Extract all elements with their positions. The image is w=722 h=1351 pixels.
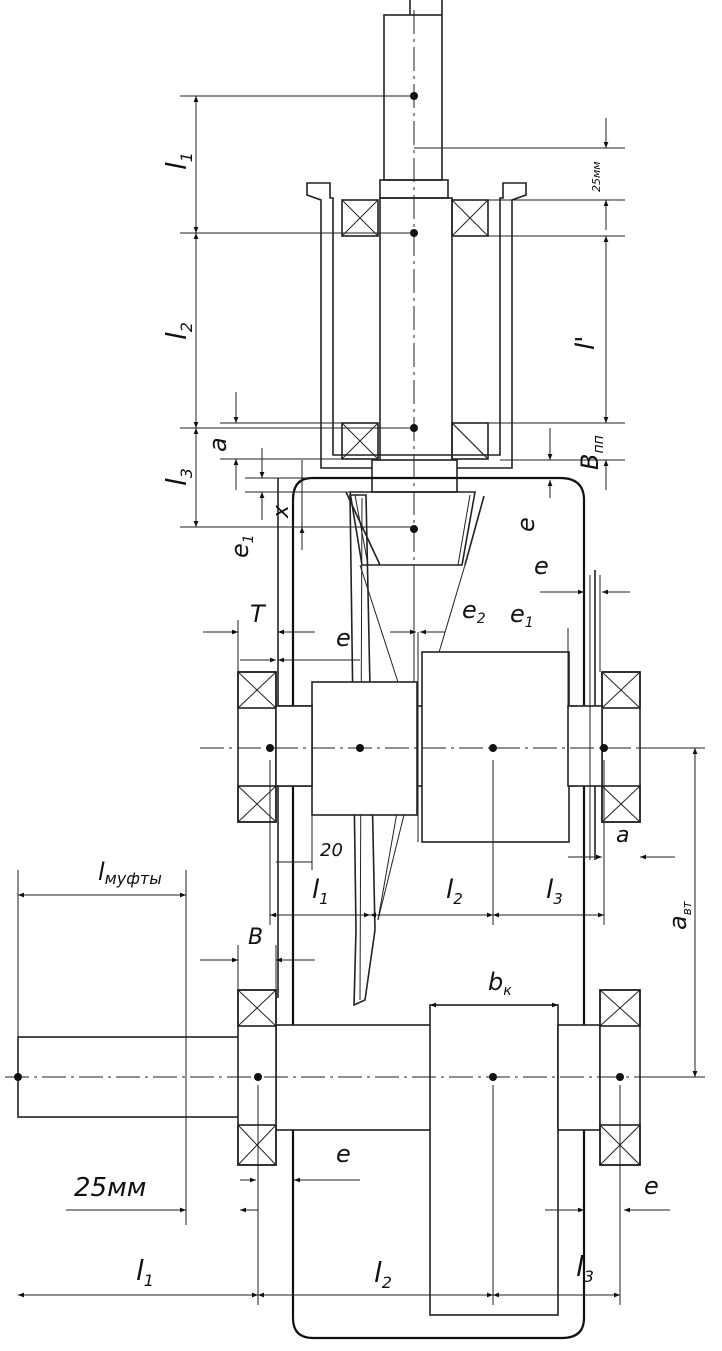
label-e1-top: e1 bbox=[226, 534, 257, 558]
output-gear-wheel bbox=[429, 1004, 559, 1316]
label-x: x bbox=[269, 504, 294, 519]
vertical-shaft-assembly bbox=[306, 0, 527, 566]
bevel-pinion bbox=[349, 491, 476, 566]
label-e-right: e bbox=[512, 517, 540, 532]
label-l-mufty: lмуфты bbox=[98, 858, 162, 888]
lower-bearing-right bbox=[451, 422, 489, 460]
intermediate-shaft-assembly bbox=[200, 494, 700, 1007]
label-a-top: a bbox=[204, 437, 232, 452]
label-l1-top: l1 bbox=[160, 152, 196, 170]
label-e-low: e bbox=[336, 1140, 351, 1168]
label-B: B bbox=[248, 925, 263, 950]
label-25mm: 25мм bbox=[74, 1173, 146, 1203]
label-l3-mid: l3 bbox=[546, 875, 563, 908]
lower-bearing-left bbox=[341, 422, 379, 460]
label-T: T bbox=[250, 600, 267, 628]
intermediate-bearing-right bbox=[601, 671, 641, 823]
upper-bearing-left bbox=[341, 199, 379, 237]
label-e2: e2 bbox=[462, 596, 486, 627]
label-25mm-small: 25мм bbox=[590, 161, 603, 192]
bevel-wheel bbox=[349, 494, 376, 1007]
label-l2-top: l2 bbox=[160, 322, 196, 340]
label-l2-bot: l2 bbox=[374, 1256, 392, 1292]
label-a-wt: aвт bbox=[664, 900, 694, 930]
bearing-cup bbox=[306, 182, 527, 469]
label-e-right2: e bbox=[534, 552, 549, 580]
label-20: 20 bbox=[320, 840, 343, 861]
label-e1-mid: e1 bbox=[510, 600, 534, 631]
label-l1-bot: l1 bbox=[136, 1254, 154, 1290]
label-b-k: bк bbox=[488, 968, 512, 999]
label-e-mid: e bbox=[336, 624, 351, 652]
label-e-low-right: e bbox=[644, 1172, 659, 1200]
label-l3-bot: l3 bbox=[576, 1250, 594, 1286]
dimension-lines bbox=[17, 95, 705, 1305]
label-l3-top: l3 bbox=[160, 468, 196, 486]
upper-bearing-right bbox=[451, 199, 489, 237]
label-l-prime: l' bbox=[571, 336, 601, 350]
label-l1-mid: l1 bbox=[312, 875, 329, 908]
output-shaft-assembly bbox=[5, 989, 690, 1316]
label-l2-mid: l2 bbox=[446, 875, 463, 908]
label-a-mid: a bbox=[616, 823, 629, 848]
dimension-labels: l1 l2 l3 a x e1 25мм l' Bпп e e e2 e1 T … bbox=[74, 152, 694, 1292]
label-B-pp: Bпп bbox=[576, 435, 607, 470]
